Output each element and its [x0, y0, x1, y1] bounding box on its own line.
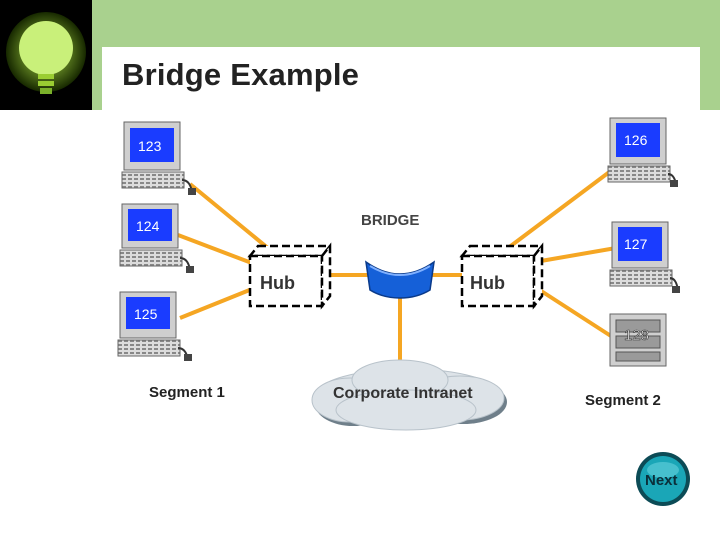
link-125	[179, 283, 263, 320]
next-button[interactable]: Next	[636, 452, 690, 506]
computer-127: 127	[609, 221, 680, 293]
link-128	[533, 285, 616, 340]
cloud-icon: Corporate Intranet	[311, 359, 507, 431]
bridge-label: BRIDGE	[361, 212, 419, 229]
computer-label: 124	[136, 218, 160, 234]
cloud-label: Corporate Intranet	[333, 385, 473, 402]
computer-label: 126	[624, 132, 648, 148]
segment-1-label: Segment 1	[149, 384, 225, 401]
computer-125: 125	[117, 291, 192, 361]
computer-label: 128	[624, 327, 649, 344]
hub-right: Hub	[459, 242, 545, 310]
computer-126: 126	[607, 117, 678, 187]
link-127	[534, 246, 617, 264]
page-title: Bridge Example	[122, 57, 360, 92]
computer-123: 123	[121, 121, 196, 195]
link-126	[506, 168, 614, 250]
network-links	[177, 168, 617, 368]
computer-label: 127	[624, 236, 648, 252]
logo	[0, 0, 92, 110]
computer-label: 123	[138, 138, 162, 154]
computer-label: 125	[134, 306, 158, 322]
next-button-label: Next	[645, 472, 678, 489]
title-panel	[102, 47, 700, 115]
hub-label: Hub	[470, 273, 505, 293]
hub-left: Hub	[247, 242, 333, 310]
server-128: 128	[609, 313, 667, 367]
bridge-icon	[365, 260, 435, 299]
hub-label: Hub	[260, 273, 295, 293]
computer-124: 124	[119, 203, 194, 273]
segment-2-label: Segment 2	[585, 392, 661, 409]
